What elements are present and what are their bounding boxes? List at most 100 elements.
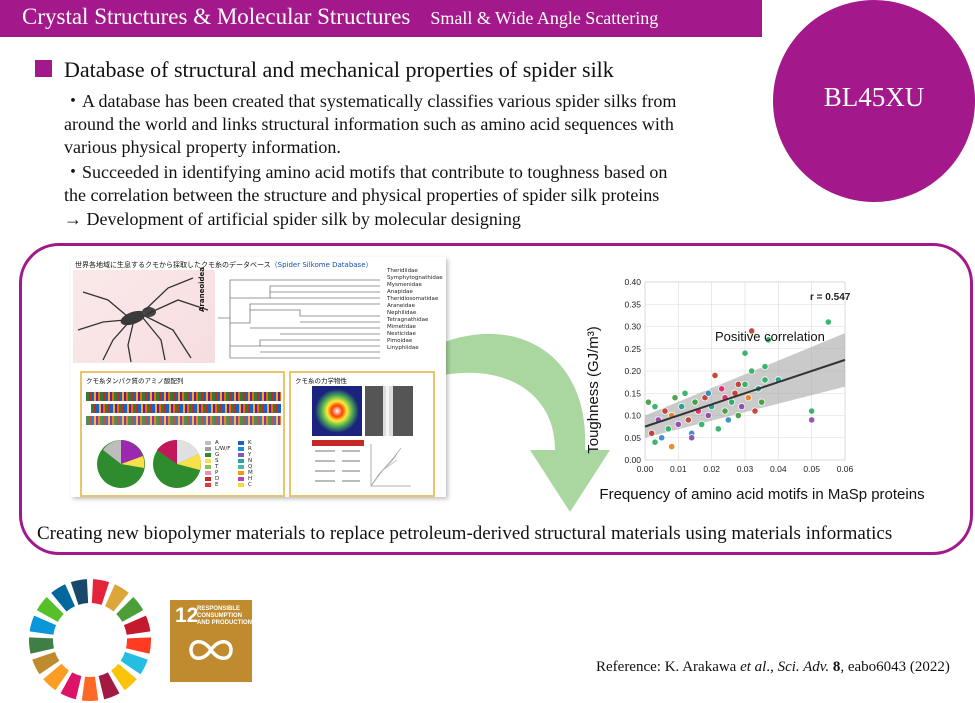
data-point: [704, 389, 712, 397]
sdg-wheel-segment: [105, 584, 129, 612]
sdg-wheel-segment: [70, 579, 89, 605]
legend-label: A: [215, 440, 219, 446]
description-line: ・Succeeded in identifying amino acid mot…: [64, 162, 668, 182]
x-tick-label: 0.03: [737, 464, 754, 474]
sdg-wheel-segment: [120, 651, 148, 675]
family-label: Mysmenidae: [387, 282, 422, 288]
legend-label: H: [248, 476, 253, 482]
data-point: [734, 411, 742, 420]
data-point: [748, 327, 756, 335]
data-point: [748, 367, 756, 375]
sdg-wheel-segment: [51, 584, 75, 612]
legend-swatches-right: [238, 441, 244, 487]
description-line: → Development of artificial spider silk …: [64, 209, 521, 229]
data-point: [711, 371, 719, 380]
sdg-wheel-segment: [91, 579, 110, 605]
data-point: [738, 403, 746, 411]
x-axis-label: Frequency of amino acid motifs in MaSp p…: [599, 486, 924, 503]
sdg12-badge: [170, 600, 252, 682]
family-label: Theridiosomatidae: [387, 296, 439, 302]
data-point: [678, 403, 686, 411]
spider-photo: [73, 270, 215, 363]
y-tick-label: 0.35: [624, 299, 641, 309]
y-tick-label: 0.05: [624, 433, 641, 443]
data-point: [758, 398, 766, 406]
composition-pie-charts: [97, 439, 201, 488]
phylogenetic-tree: [218, 279, 380, 359]
figure-frame: [19, 243, 973, 555]
legend-label: K: [248, 440, 252, 446]
data-point: [684, 416, 692, 424]
data-point: [664, 425, 672, 433]
data-point: [704, 411, 712, 420]
data-point: [728, 398, 736, 406]
reference: Reference: K. Arakawa et al., Sci. Adv. …: [596, 659, 950, 675]
data-point: [661, 407, 669, 415]
sdg-wheel-segment: [28, 637, 54, 654]
data-point: [681, 389, 689, 397]
y-tick-label: 0.25: [624, 344, 641, 354]
legend-swatches-left: [205, 441, 211, 487]
sdg-wheel-segment: [32, 651, 60, 675]
data-point: [648, 429, 656, 437]
header-subtitle: Small & Wide Angle Scattering: [430, 8, 659, 28]
data-point: [761, 362, 769, 371]
data-point: [808, 416, 816, 424]
data-point: [824, 318, 832, 326]
family-label: Araneidae: [387, 303, 416, 309]
family-label: Symphytognathidae: [387, 275, 443, 281]
curved-arrow-icon: [430, 333, 610, 512]
legend-label: L/W/F: [215, 446, 231, 452]
data-point: [688, 434, 696, 442]
heading-bullet: [35, 60, 52, 77]
correlation-coefficient: r = 0.547: [810, 292, 851, 303]
y-tick-label: 0.00: [624, 455, 641, 465]
sdg-wheel-segment: [29, 615, 57, 635]
sdg12-text: RESPONSIBLE CONSUMPTION AND PRODUCTION: [197, 606, 252, 626]
legend-label: Q: [248, 464, 253, 470]
description-line: various physical property information.: [64, 137, 341, 157]
legend-label: G: [215, 452, 220, 458]
sdg12-number: 12: [175, 604, 199, 627]
data-point: [741, 349, 749, 357]
sequence-title: クモ糸タンパク質のアミノ酸配列: [86, 377, 184, 385]
x-tick-label: 0.00: [637, 464, 654, 474]
legend-label: D: [215, 476, 220, 482]
sequence-alignment: [86, 392, 281, 425]
family-label: Linyphiidae: [387, 345, 419, 351]
sdg-wheel-segment: [98, 672, 120, 700]
toughness-scatter-chart: 0.000.050.100.150.200.250.300.350.400.00…: [585, 277, 925, 503]
family-label: Tetragnathidae: [387, 317, 429, 323]
header-bar: Crystal Structures & Molecular Structure…: [0, 0, 762, 37]
properties-title: クモ糸の力学物性: [295, 377, 347, 385]
y-tick-label: 0.30: [624, 322, 641, 332]
y-tick-label: 0.40: [624, 277, 641, 287]
legend-label: E: [215, 482, 219, 488]
x-tick-label: 0.04: [770, 464, 787, 474]
data-point: [651, 403, 659, 411]
xray-diffraction-image: [312, 386, 362, 436]
data-point: [671, 394, 679, 402]
legend-label: M: [248, 470, 253, 476]
sdg-wheel-segment: [126, 637, 152, 654]
data-point: [724, 416, 732, 424]
data-point: [734, 380, 742, 388]
property-table: [312, 440, 364, 482]
data-point: [761, 376, 769, 384]
sdg-wheel-icon: [28, 579, 152, 702]
sdg-wheel-segment: [116, 597, 144, 622]
database-title: 世界各地域に生息するクモから採取したクモ糸のデータベース（Spider Silk…: [75, 261, 373, 269]
infinity-icon: [189, 640, 233, 660]
sdg-wheel-segment: [123, 615, 151, 635]
sdg-wheel-segment: [81, 676, 99, 702]
sdg-wheel-segment: [111, 663, 137, 691]
description-line: ・A database has been created that system…: [64, 91, 677, 111]
data-point: [651, 438, 659, 446]
legend-label: Y: [248, 452, 252, 458]
y-tick-label: 0.10: [624, 411, 641, 421]
x-tick-label: 0.06: [837, 464, 854, 474]
x-tick-label: 0.01: [670, 464, 687, 474]
data-point: [744, 394, 752, 402]
stress-strain-plot: [370, 444, 411, 487]
legend-label: P: [215, 470, 219, 476]
